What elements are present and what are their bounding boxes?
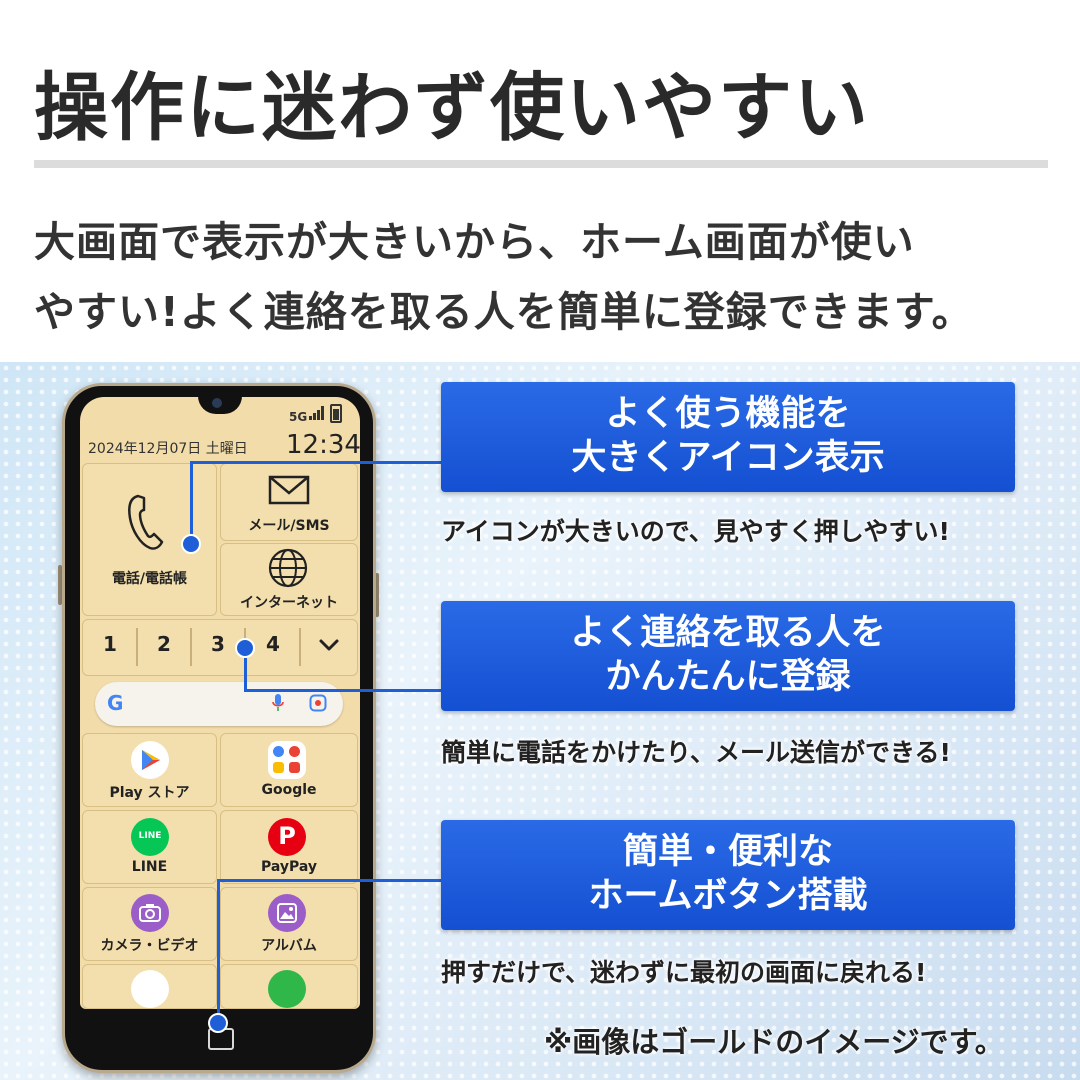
camera-video-label: カメラ・ビデオ [100,938,199,954]
handset-icon [128,494,164,550]
divider [34,160,1048,168]
connector-dot [208,1013,228,1033]
speed-dial-4[interactable]: 4 [266,632,280,656]
callout-caption: アイコンが大きいので、見やすく押しやすい! [441,517,950,546]
phone-contacts-label: 電話/電話帳 [111,571,188,587]
line-icon-text: LINE [138,831,162,841]
callout-title-line: 大きくアイコン表示 [571,438,885,478]
connector-line [190,461,442,464]
google-apps-folder-icon [268,741,306,779]
connector-line [244,648,247,690]
volume-button [58,565,62,605]
internet-label: インターネット [240,595,338,611]
play-triangle-icon [142,750,160,770]
camera-icon [131,894,169,932]
connector-dot [181,534,201,554]
speed-dial-row [82,619,358,676]
internet-tile[interactable] [220,543,358,616]
callout-caption: 簡単に電話をかけたり、メール送信ができる! [441,738,951,767]
callout-title-line: ホームボタン搭載 [588,876,868,916]
description-line-1: 大画面で表示が大きいから、ホーム画面が使い [34,218,915,266]
paypay-p-icon: P [278,822,296,850]
speed-dial-1[interactable]: 1 [103,632,117,656]
envelope-icon [268,475,310,505]
connector-line [217,879,442,882]
connector-line [217,880,220,1023]
album-icon [268,894,306,932]
line-icon [131,818,169,856]
play-store-label: Play ストア [109,785,190,801]
microphone-icon[interactable] [272,693,284,713]
callout-title-line: よく連絡を取る人を [570,613,886,653]
paypay-icon [268,818,306,856]
description-line-2: やすい!よく連絡を取る人を簡単に登録できます。 [34,288,974,336]
chevron-down-icon[interactable] [318,637,340,653]
line-label: LINE [131,859,168,875]
date-text: 2024年12月07日 土曜日 [88,441,248,457]
camera-glyph-icon [139,904,161,922]
mail-sms-label: メール/SMS [248,518,330,534]
speed-dial-2[interactable]: 2 [157,632,171,656]
connector-dot [235,638,255,658]
signal-icon [309,406,325,420]
power-button [375,573,379,617]
speed-dial-separator [136,628,138,666]
album-label: アルバム [261,938,317,954]
front-camera-icon [212,398,222,408]
speed-dial-separator [299,628,301,666]
callout-caption: 押すだけで、迷わずに最初の画面に戻れる! [441,958,927,987]
album-glyph-icon [277,903,297,923]
google-apps-label: Google [261,782,317,798]
network-indicator: 5G [289,410,308,424]
paypay-label: PayPay [260,859,318,875]
callout-home-button: 簡単・便利な ホームボタン搭載 [441,820,1015,930]
connector-line [190,462,193,542]
lens-icon[interactable] [309,694,327,712]
callout-title-line: かんたんに登録 [605,657,851,697]
speed-dial-3[interactable]: 3 [211,632,225,656]
heart-app-icon [268,970,306,1008]
headline: 操作に迷わず使いやすい [34,65,870,151]
callout-large-icons: よく使う機能を 大きくアイコン表示 [441,382,1015,492]
connector-line [244,689,442,692]
callout-easy-registration: よく連絡を取る人を かんたんに登録 [441,601,1015,711]
yahoo-icon [131,970,169,1008]
clock-text: 12:34 [286,430,361,460]
google-logo-icon: G [107,691,124,715]
callout-title-line: よく使う機能を [605,394,851,434]
battery-icon [330,404,342,423]
callout-title-line: 簡単・便利な [622,832,833,872]
globe-icon [268,548,308,588]
image-note: ※画像はゴールドのイメージです。 [544,1025,1004,1059]
speed-dial-separator [190,628,192,666]
